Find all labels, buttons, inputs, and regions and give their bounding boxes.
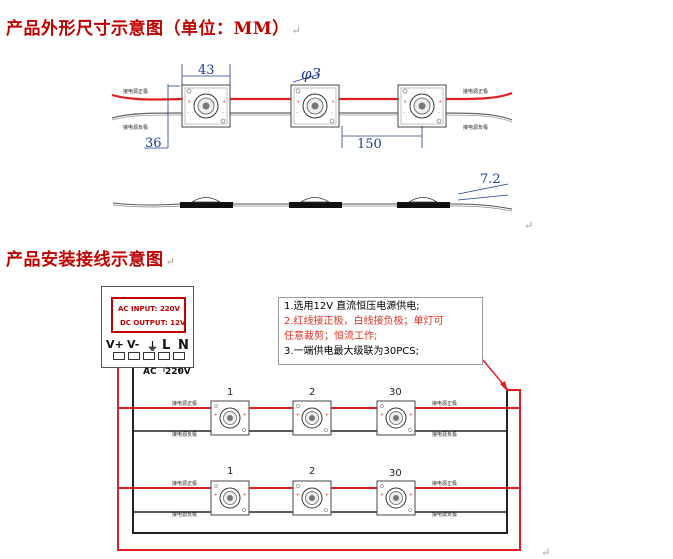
led-module — [290, 84, 340, 128]
wire-label-negative: 接电源负极 — [432, 431, 457, 438]
led-module — [181, 84, 231, 128]
wiring-heading: 产品安装接线示意图↵ — [6, 245, 175, 270]
dimension-thickness: 7.2 — [480, 172, 501, 187]
wire-label-negative: 接电源负极 — [123, 124, 148, 131]
led-module — [210, 400, 250, 436]
led-module — [292, 480, 332, 516]
terminal-block — [113, 352, 189, 360]
wire-label-positive: 接电源正极 — [432, 480, 457, 487]
wire-label-positive: 接电源正极 — [172, 400, 197, 407]
module-side — [180, 202, 233, 208]
note-line-1: 1.选用12V 直流恒压电源供电; — [284, 301, 420, 312]
led-module — [376, 480, 416, 516]
terminal-n: N — [178, 338, 189, 353]
module-row-2: 1 2 30 接电源正极 接电源负极 接电源正极 接电源负极 — [172, 466, 457, 518]
wire-label-positive: 接电源正极 — [172, 480, 197, 487]
ac-input-label: AC INPUT: 220V — [118, 305, 180, 313]
module-number: 1 — [227, 466, 233, 477]
dimension-height: 36 — [145, 136, 162, 151]
note-line-2: 2.红线接正极，白线接负极；单灯可 — [284, 316, 444, 327]
module-number: 2 — [309, 387, 315, 398]
led-module — [376, 400, 416, 436]
terminal-v-plus: V+ — [106, 338, 124, 351]
module-string-top-view: 接电源正极 接电源负极 接电源正极 接电源负极 — [111, 84, 513, 131]
wire-label-positive: 接电源正极 — [123, 88, 148, 95]
return-mark: ↵ — [165, 255, 176, 268]
dc-output-label: DC OUTPUT: 12V — [120, 319, 186, 327]
wiring-connections — [117, 355, 521, 551]
led-module — [210, 480, 250, 516]
led-module — [292, 400, 332, 436]
wire-label-negative: 接电源负极 — [172, 511, 197, 518]
wiring-heading-text: 产品安装接线示意图 — [6, 250, 164, 270]
module-number: 2 — [309, 466, 315, 477]
terminal-l: L — [162, 338, 171, 353]
note-line-3: 任意裁剪；恒流工作; — [284, 331, 378, 342]
wire-label-positive: 接电源正极 — [463, 88, 488, 95]
led-module — [397, 84, 447, 128]
return-mark: ↵ — [291, 24, 302, 37]
dimension-pitch: 150 — [357, 137, 382, 152]
wire-label-negative: 接电源负极 — [463, 124, 488, 131]
module-number: 30 — [389, 387, 402, 398]
v220-label: 220V — [165, 367, 191, 377]
module-number: 1 — [227, 387, 233, 398]
module-side — [397, 202, 450, 208]
dimension-heading-text: 产品外形尺寸示意图（单位：MM） — [6, 19, 290, 39]
module-string-side-view — [112, 197, 513, 212]
wire-label-negative: 接电源负极 — [172, 431, 197, 438]
note-line-4: 3.一端供电最大级联为30PCS; — [284, 346, 419, 357]
module-row-1: 1 2 30 接电源正极 接电源负极 接电源正极 接电源负极 — [172, 387, 457, 438]
return-mark: ↵ — [524, 219, 534, 232]
dimension-lines — [144, 64, 509, 201]
ac-label: AC — [143, 367, 157, 377]
terminal-v-minus: V- — [127, 338, 140, 351]
return-mark: ↵ — [541, 546, 551, 559]
dimension-width: 43 — [198, 63, 215, 78]
dimension-hole: φ3 — [301, 65, 321, 83]
wire-label-negative: 接电源负极 — [432, 511, 457, 518]
power-supply-label-panel: AC INPUT: 220V DC OUTPUT: 12V — [111, 297, 186, 333]
terminal-ground: ⏚ — [147, 340, 158, 353]
module-side — [289, 202, 342, 208]
dimension-heading: 产品外形尺寸示意图（单位：MM）↵ — [6, 14, 301, 39]
module-number: 30 — [389, 468, 402, 479]
wire-label-positive: 接电源正极 — [432, 400, 457, 407]
instructions-note: 1.选用12V 直流恒压电源供电; 2.红线接正极，白线接负极；单灯可 任意裁剪… — [278, 297, 483, 365]
